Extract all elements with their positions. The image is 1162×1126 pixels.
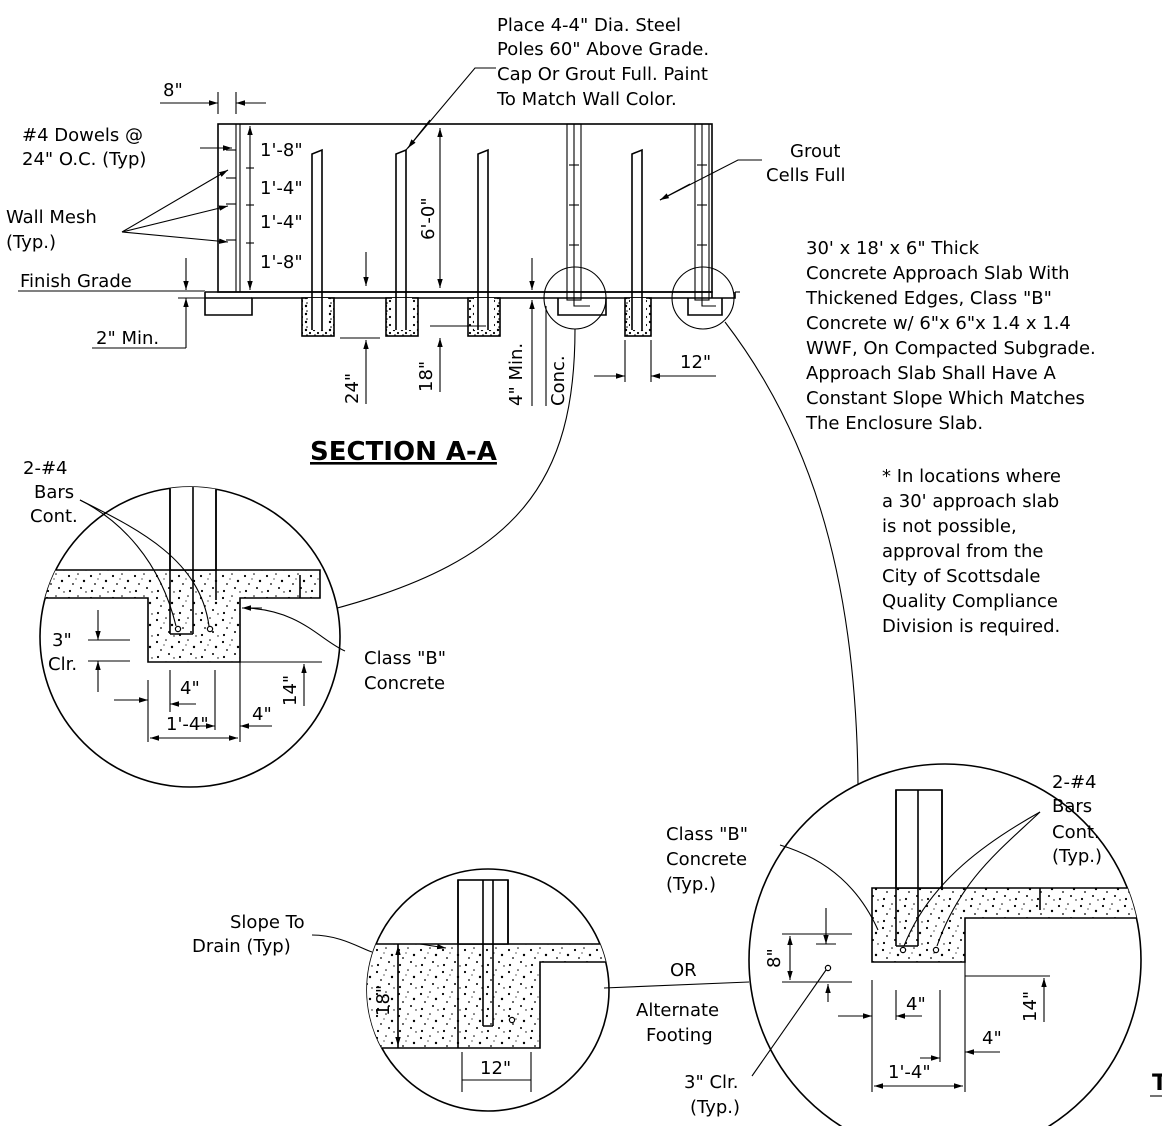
note-poles-4: To Match Wall Color.	[496, 89, 677, 110]
note-poles-3: Cap Or Grout Full. Paint	[497, 64, 708, 85]
section-a-a: 8" 1'-8" 1'-4" 1'-4" 1'-8" 6'-0" Place 4…	[6, 15, 846, 467]
alt-footing-1: Alternate	[636, 1000, 719, 1021]
right-dim-1-4: 1'-4"	[888, 1062, 931, 1083]
approval-line-4: approval from the	[882, 541, 1043, 562]
note-poles-1: Place 4-4" Dia. Steel	[497, 15, 681, 36]
dim-1-4-a: 1'-4"	[260, 178, 303, 199]
alt-dim-18: 18"	[373, 985, 394, 1016]
right-dim-8: 8"	[764, 948, 785, 968]
left-bars-1: 2-#4	[23, 458, 67, 479]
right-bars-3: Cont.	[1052, 822, 1100, 843]
left-bars-2: Bars	[34, 482, 74, 503]
approach-line-7: Constant Slope Which Matches	[806, 388, 1085, 409]
left-dim-4b: 4"	[252, 704, 272, 725]
left-dim-4a: 4"	[180, 678, 200, 699]
left-classb-2: Concrete	[364, 673, 445, 694]
approach-line-3: Thickened Edges, Class "B"	[805, 288, 1052, 309]
right-classb-2: Concrete	[666, 849, 747, 870]
note-dowels-1: #4 Dowels @	[22, 125, 143, 146]
approval-line-1: * In locations where	[882, 466, 1061, 487]
alt-footing-2: Footing	[646, 1025, 713, 1046]
right-bars-4: (Typ.)	[1052, 846, 1102, 867]
dim-4in-min: 4" Min.	[506, 343, 527, 406]
alt-slope-1: Slope To	[230, 912, 305, 933]
section-title: SECTION A-A	[310, 437, 497, 467]
approval-line-6: Quality Compliance	[882, 591, 1058, 612]
detail-right: Class "B" Concrete (Typ.) 2-#4 Bars Cont…	[666, 763, 1142, 1126]
right-dim-4a: 4"	[906, 994, 926, 1015]
approach-line-5: WWF, On Compacted Subgrade.	[806, 338, 1096, 359]
left-clr-2: Clr.	[48, 654, 77, 675]
note-grout-1: Grout	[790, 141, 840, 162]
approach-line-6: Approach Slab Shall Have A	[806, 363, 1056, 384]
right-bars-1: 2-#4	[1052, 772, 1096, 793]
approach-line-2: Concrete Approach Slab With	[806, 263, 1070, 284]
note-wall-mesh-1: Wall Mesh	[6, 207, 97, 228]
note-wall-mesh-2: (Typ.)	[6, 232, 56, 253]
left-clr-1: 3"	[52, 630, 72, 651]
approval-note: * In locations where a 30' approach slab…	[882, 466, 1061, 637]
note-2in-min: 2" Min.	[96, 328, 159, 349]
approach-line-8: The Enclosure Slab.	[805, 413, 983, 434]
dim-conc: Conc.	[548, 355, 569, 406]
left-dim-14: 14"	[280, 675, 301, 706]
dim-1-4-b: 1'-4"	[260, 212, 303, 233]
dim-1-8-top: 1'-8"	[260, 140, 303, 161]
alt-dim-12: 12"	[480, 1058, 511, 1079]
approval-line-7: Division is required.	[882, 616, 1060, 637]
right-dim-14: 14"	[1020, 991, 1041, 1022]
right-classb-3: (Typ.)	[666, 874, 716, 895]
detail-alternate: Slope To Drain (Typ) 18" 12" OR Alternat…	[192, 868, 750, 1112]
dim-6-0: 6'-0"	[418, 197, 439, 240]
dim-1-8-bottom: 1'-8"	[260, 252, 303, 273]
approval-line-5: City of Scottsdale	[882, 566, 1040, 587]
note-poles-2: Poles 60" Above Grade.	[497, 39, 709, 60]
dim-24in: 24"	[342, 373, 363, 404]
edge-fragment: T	[1152, 1071, 1162, 1096]
approach-slab-note: 30' x 18' x 6" Thick Concrete Approach S…	[805, 238, 1096, 434]
note-finish-grade: Finish Grade	[20, 271, 132, 292]
approach-line-4: Concrete w/ 6"x 6"x 1.4 x 1.4	[806, 313, 1071, 334]
right-bars-2: Bars	[1052, 796, 1092, 817]
alt-or: OR	[670, 960, 697, 981]
right-clr-2: (Typ.)	[690, 1097, 740, 1118]
dim-12in: 12"	[680, 352, 711, 373]
left-dim-1-4: 1'-4"	[166, 714, 209, 735]
note-dowels-2: 24" O.C. (Typ)	[22, 149, 146, 170]
approval-line-3: is not possible,	[882, 516, 1017, 537]
left-classb-1: Class "B"	[364, 648, 446, 669]
right-classb-1: Class "B"	[666, 824, 748, 845]
right-clr-1: 3" Clr.	[684, 1072, 739, 1093]
alt-slope-2: Drain (Typ)	[192, 936, 291, 957]
left-bars-3: Cont.	[30, 506, 78, 527]
approval-line-2: a 30' approach slab	[882, 491, 1059, 512]
approach-line-1: 30' x 18' x 6" Thick	[806, 238, 980, 259]
note-grout-2: Cells Full	[766, 165, 846, 186]
right-dim-4b: 4"	[982, 1028, 1002, 1049]
dim-18in: 18"	[416, 361, 437, 392]
dim-8in: 8"	[163, 80, 183, 101]
detail-left: 2-#4 Bars Cont. 3" Clr. Class "B" Concre…	[23, 458, 446, 788]
